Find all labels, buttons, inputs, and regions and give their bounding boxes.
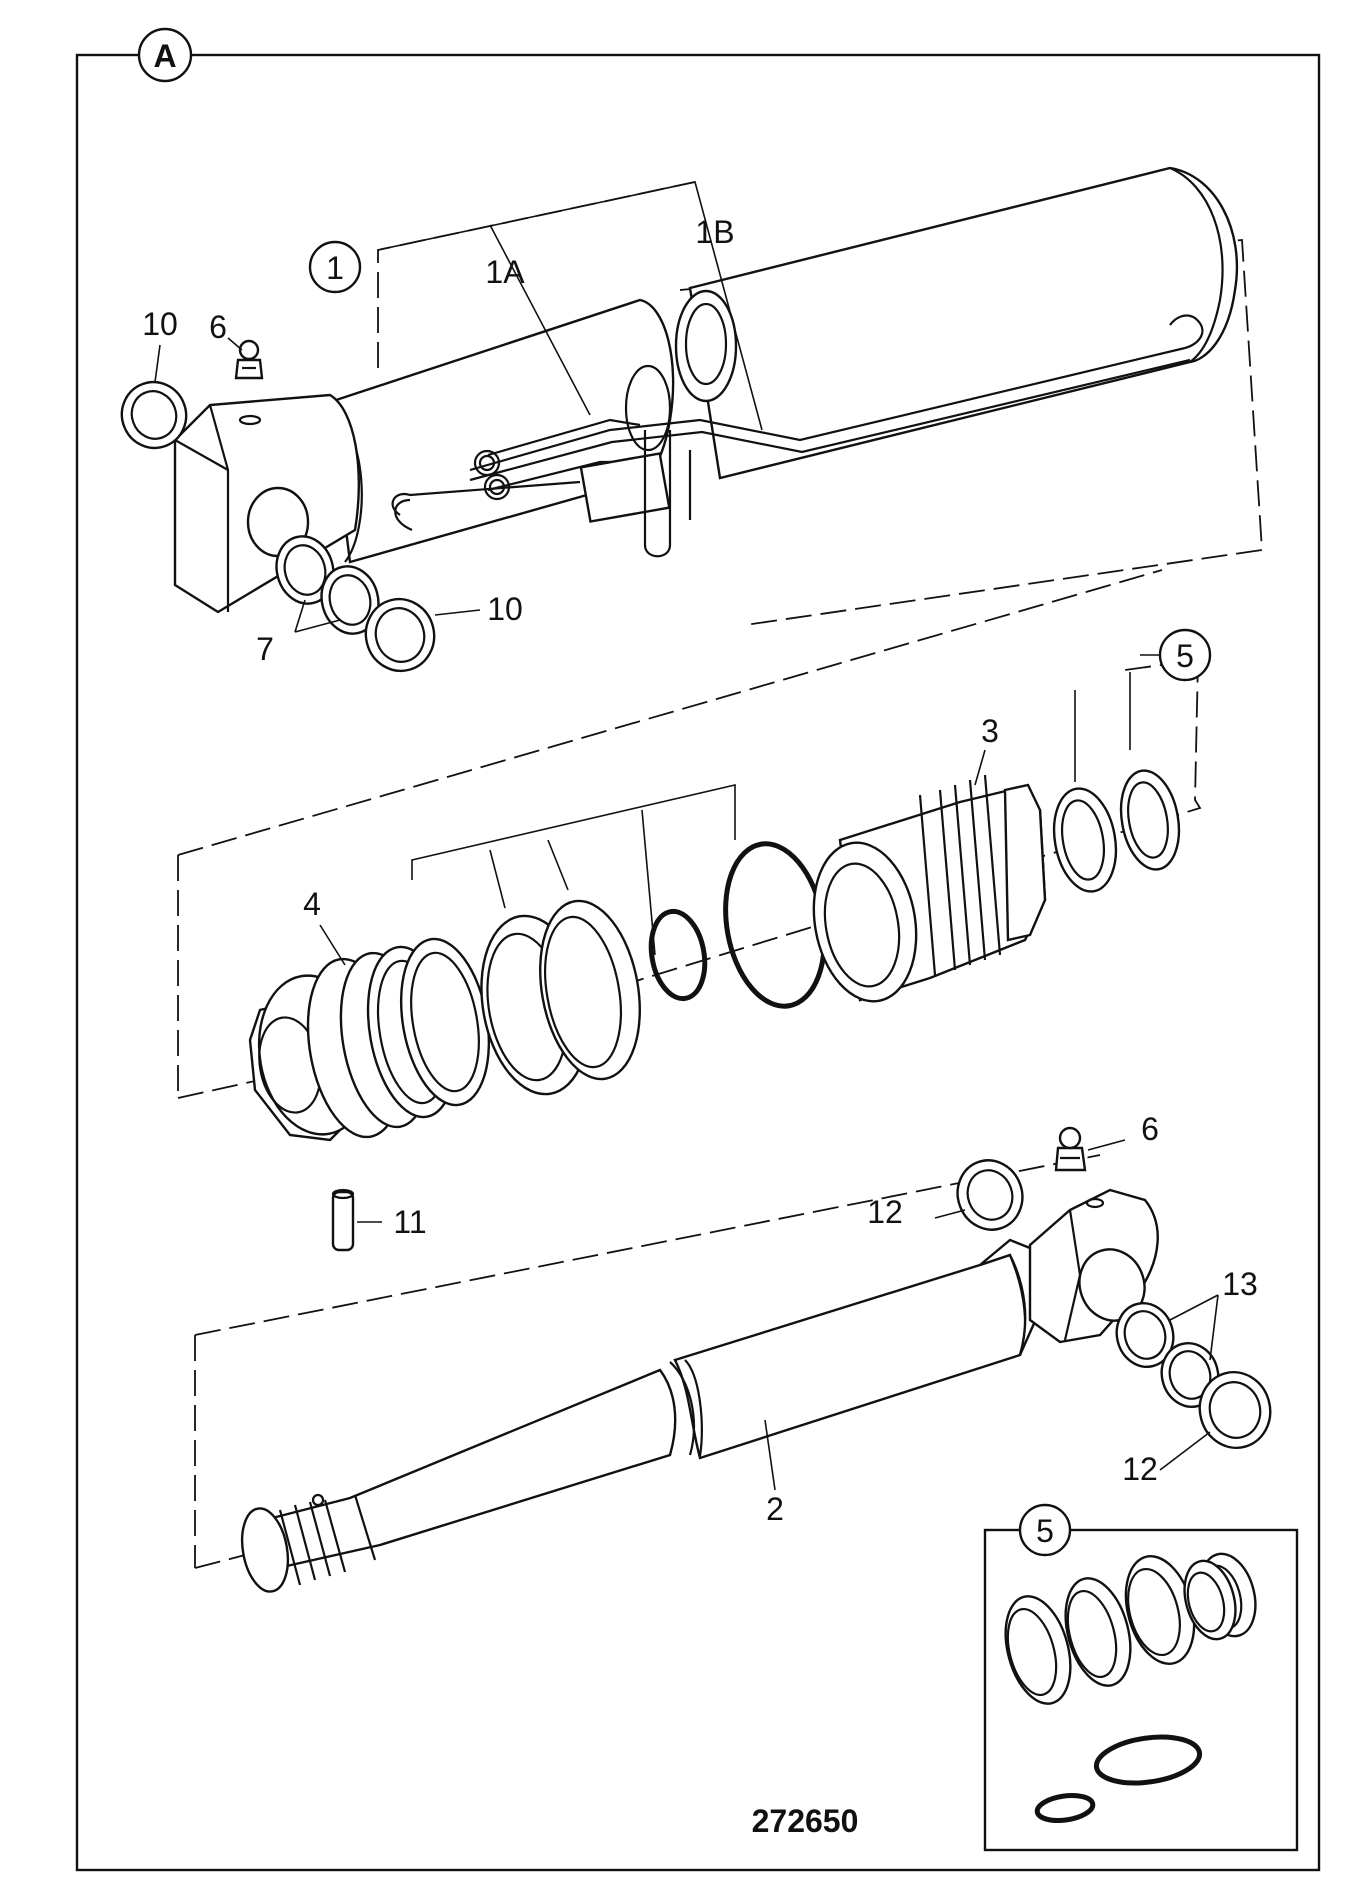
dowel-pin-11 [331, 1188, 355, 1252]
pin-bushes-7 [275, 535, 380, 635]
callout-item-13: 13 [1222, 1266, 1258, 1302]
piston-head-4 [248, 899, 641, 1142]
piston-gland-assembly [177, 569, 1202, 1142]
callout-item-3: 3 [981, 713, 999, 749]
grease-nipple-top [234, 339, 264, 380]
wear-ring-5-a [1052, 787, 1118, 893]
callout-item-5-inset: 5 [1018, 1503, 1072, 1557]
sheet-label: A [137, 27, 193, 83]
rod-eye [1028, 1188, 1159, 1344]
seal-kit-inset [983, 1528, 1299, 1852]
grease-nipple-rod [1054, 1126, 1087, 1172]
seal-ring-12-top [956, 1159, 1024, 1231]
callout-item-12-bottom: 12 [1122, 1451, 1158, 1487]
seal-ring-12-bottom [1198, 1370, 1272, 1450]
callout-item-4: 4 [303, 886, 321, 922]
callout-item-7: 7 [256, 631, 274, 667]
wear-ring-5-b [1119, 769, 1181, 871]
callout-item-1b: 1B [695, 214, 734, 250]
rod-eye-bushes-13 [1115, 1302, 1220, 1408]
svg-text:5: 5 [1176, 638, 1194, 674]
callout-item-1: 1 [308, 240, 362, 294]
o-ring-small [648, 908, 708, 1002]
seal-ring-10-right [364, 597, 436, 673]
barrel-callout-leaders [154, 181, 763, 633]
leader-item-4 [319, 924, 346, 966]
callout-item-10-bottom: 10 [487, 591, 523, 627]
piston-rod-assembly [194, 1126, 1272, 1593]
gland-3 [812, 774, 1047, 1003]
seal-ring-10-left [120, 380, 188, 450]
callout-item-10-top: 10 [142, 306, 178, 342]
barrel-front-section [324, 298, 675, 564]
svg-text:5: 5 [1036, 1513, 1054, 1549]
cylinder-barrel-assembly [120, 166, 1263, 673]
svg-text:A: A [153, 38, 176, 74]
leader-item-3 [974, 749, 986, 786]
callout-item-1a: 1A [485, 254, 525, 290]
piston-rod-2 [240, 1238, 1042, 1593]
callout-item-11: 11 [393, 1204, 426, 1240]
callout-item-5: 5 [1158, 628, 1212, 682]
barrel-rear-section [674, 166, 1239, 480]
callout-item-6-rod: 6 [1141, 1111, 1159, 1147]
callout-item-12-top: 12 [867, 1194, 903, 1230]
rod-callout-leaders [357, 1139, 1219, 1491]
svg-text:1: 1 [326, 250, 344, 286]
diagram-frame [75, 53, 1321, 1872]
callout-item-6-top: 6 [209, 309, 227, 345]
callout-item-2: 2 [766, 1491, 784, 1527]
hydraulic-pipes [391, 314, 1204, 558]
drawing-number: 272650 [752, 1803, 859, 1839]
